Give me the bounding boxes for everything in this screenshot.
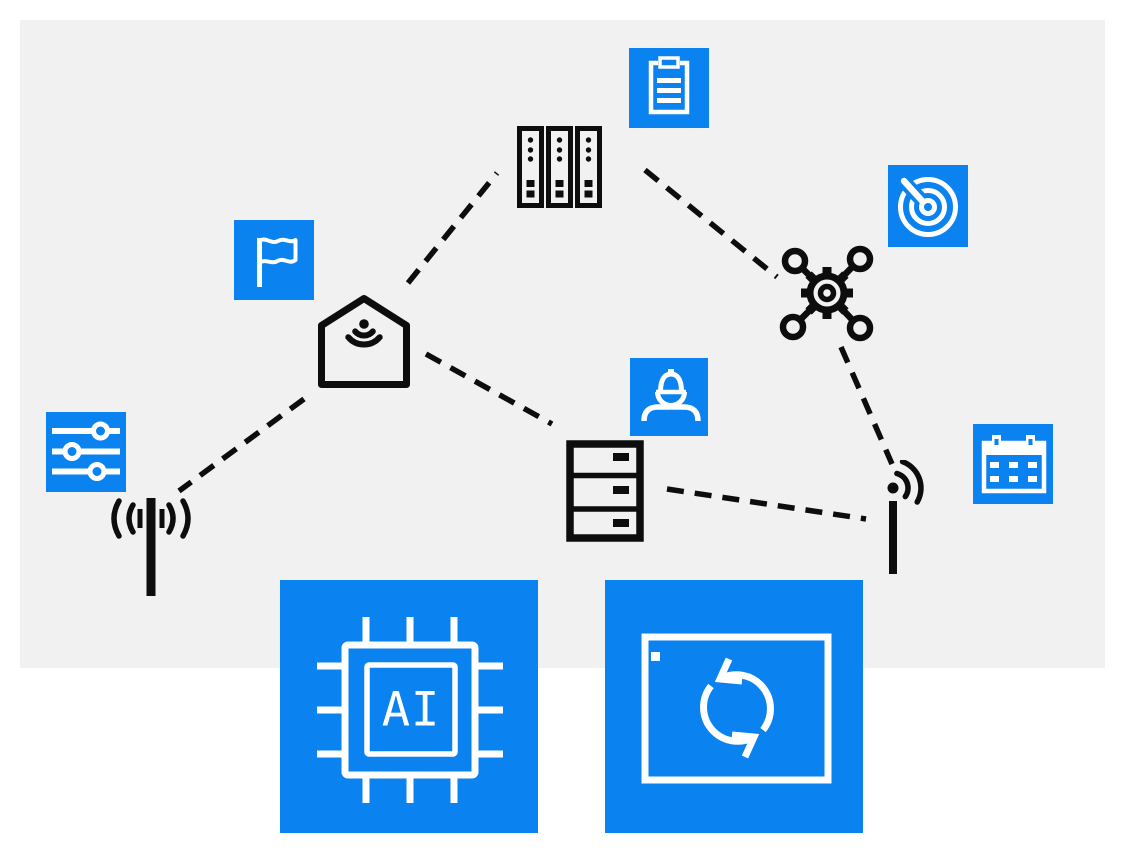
sync-window-icon <box>641 633 832 784</box>
ai-chip-tile: AI <box>280 580 538 833</box>
calendar-badge <box>973 424 1053 504</box>
gear-cluster <box>778 244 878 342</box>
clipboard-icon <box>648 56 690 115</box>
server-stack-icon <box>566 440 644 542</box>
ai-chip-label: AI <box>382 683 441 738</box>
gear-network-icon <box>779 245 874 342</box>
sliders-badge <box>46 412 126 492</box>
ai-chip-icon: AI <box>317 617 503 803</box>
storage-server <box>566 440 644 542</box>
smart-hub <box>316 294 412 390</box>
sync-window-tile <box>605 580 863 833</box>
sliders-icon <box>52 421 120 481</box>
radar-badge <box>888 165 968 247</box>
flag-badge <box>234 220 314 300</box>
sync-arrows <box>700 657 774 759</box>
server-racks <box>517 126 603 208</box>
antenna-mast-icon <box>111 498 191 596</box>
flag-icon <box>257 237 298 287</box>
worker-badge <box>630 358 708 436</box>
calendar-icon <box>981 435 1047 494</box>
broadcast-antenna-icon <box>887 460 924 574</box>
antenna-right <box>880 460 930 578</box>
clipboard-badge <box>629 48 709 128</box>
house-signal-icon <box>318 295 410 388</box>
hard-hat-worker-icon <box>641 369 701 422</box>
server-racks-icon <box>517 126 602 208</box>
antenna-left <box>106 496 196 600</box>
chip-pins <box>317 617 503 803</box>
radar-icon <box>890 168 958 237</box>
